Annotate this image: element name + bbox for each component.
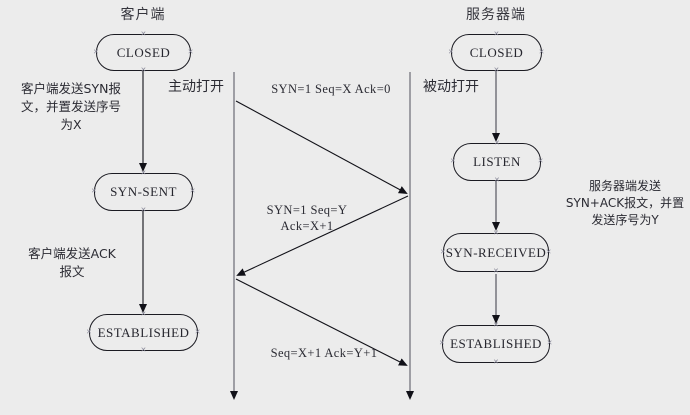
client-note-send-ack: 客户端发送ACK 报文 — [28, 246, 116, 279]
handle-top-icon: ✕ — [140, 169, 147, 177]
handle-bottom-icon: ✕ — [140, 66, 147, 74]
client-state-syn-sent-label: SYN-SENT — [110, 184, 177, 199]
client-state-syn-sent[interactable]: ✕ ✕ ✕ ✕ SYN-SENT — [91, 169, 196, 214]
server-state-syn-received[interactable]: ✕ ✕ ✕ ✕ SYN-RECEIVED — [440, 229, 552, 275]
handle-top-icon: ✕ — [493, 229, 500, 237]
handle-right-icon: ✕ — [538, 47, 545, 56]
handle-right-icon: ✕ — [194, 327, 201, 336]
client-note-send-syn: 客户端发送SYN报 文，并置发送序号 为X — [20, 81, 121, 132]
server-transition-label-passive-open: 被动打开 — [423, 79, 479, 95]
client-state-established[interactable]: ✕ ✕ ✕ ✕ ESTABLISHED — [86, 310, 201, 354]
handle-bottom-icon: ✕ — [493, 358, 500, 366]
server-note-send-syn-ack: 服务器端发送 SYN+ACK报文，并置 发送序号为Y — [565, 179, 685, 227]
client-state-established-label: ESTABLISHED — [97, 324, 190, 340]
handle-right-icon: ✕ — [187, 47, 194, 56]
message-arrow-syn — [235, 100, 408, 194]
handle-top-icon: ✕ — [493, 30, 500, 38]
client-column-title: 客户端 — [120, 7, 166, 23]
server-state-listen-label: LISTEN — [473, 154, 521, 169]
server-state-syn-received-label: SYN-RECEIVED — [445, 244, 547, 260]
handle-bottom-icon: ✕ — [140, 206, 147, 214]
handle-left-icon: ✕ — [450, 157, 457, 165]
client-state-closed-label: CLOSED — [116, 44, 171, 60]
handle-bottom-icon: ✕ — [140, 346, 147, 354]
handle-left-icon: ✕ — [93, 47, 100, 56]
handle-top-icon: ✕ — [140, 30, 147, 38]
handle-right-icon: ✕ — [537, 157, 544, 165]
server-state-established-label: ESTABLISHED — [450, 336, 542, 351]
handle-bottom-icon: ✕ — [494, 176, 501, 184]
handle-left-icon: ✕ — [86, 327, 93, 336]
handle-top-icon: ✕ — [494, 139, 501, 147]
handle-top-icon: ✕ — [493, 321, 500, 329]
message-label-ack: Seq=X+1 Ack=Y+1 — [270, 346, 378, 360]
handle-left-icon: ✕ — [440, 247, 447, 256]
server-column-title: 服务器端 — [466, 7, 526, 23]
client-transition-label-active-open: 主动打开 — [168, 79, 224, 95]
handle-right-icon: ✕ — [546, 339, 553, 347]
handle-right-icon: ✕ — [189, 187, 196, 195]
handle-top-icon: ✕ — [140, 310, 147, 318]
handle-bottom-icon: ✕ — [493, 66, 500, 74]
handle-bottom-icon: ✕ — [493, 267, 500, 275]
server-state-closed[interactable]: ✕ ✕ ✕ ✕ CLOSED — [448, 30, 545, 74]
handle-left-icon: ✕ — [448, 47, 455, 56]
client-state-closed[interactable]: ✕ ✕ ✕ ✕ CLOSED — [93, 30, 194, 74]
message-label-syn: SYN=1 Seq=X Ack=0 — [271, 82, 391, 96]
server-state-listen[interactable]: ✕ ✕ ✕ ✕ LISTEN — [450, 139, 544, 184]
server-state-closed-label: CLOSED — [469, 44, 524, 60]
message-label-syn-ack: SYN=1 Seq=Y Ack=X+1 — [266, 203, 348, 233]
handle-left-icon: ✕ — [439, 339, 446, 347]
handle-right-icon: ✕ — [545, 247, 552, 256]
handle-left-icon: ✕ — [91, 187, 98, 195]
server-state-established[interactable]: ✕ ✕ ✕ ✕ ESTABLISHED — [439, 321, 553, 366]
